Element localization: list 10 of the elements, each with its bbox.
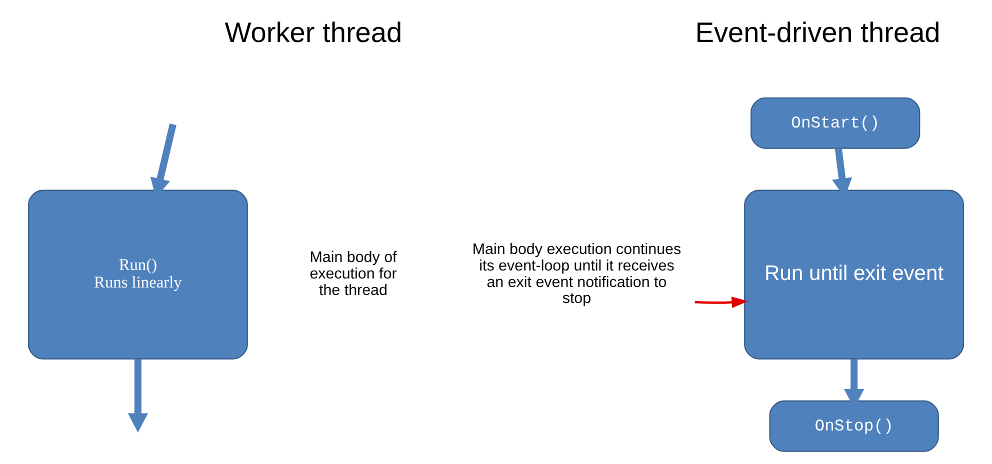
node-text: Main body execution continues its event-loop until it receives an exit event notification to stop — [472, 240, 682, 307]
label: Event-driven thread — [695, 16, 940, 48]
node-box: OnStart() — [750, 96, 920, 148]
node-box: OnStop() — [769, 400, 939, 452]
arrow — [694, 296, 748, 308]
label: Worker thread — [224, 16, 402, 48]
node-box: Run() Runs linearly — [28, 189, 248, 359]
node-box: Run until exit event — [744, 189, 964, 359]
arrow — [128, 358, 148, 432]
label: Main body of execution for the thread — [310, 248, 397, 298]
